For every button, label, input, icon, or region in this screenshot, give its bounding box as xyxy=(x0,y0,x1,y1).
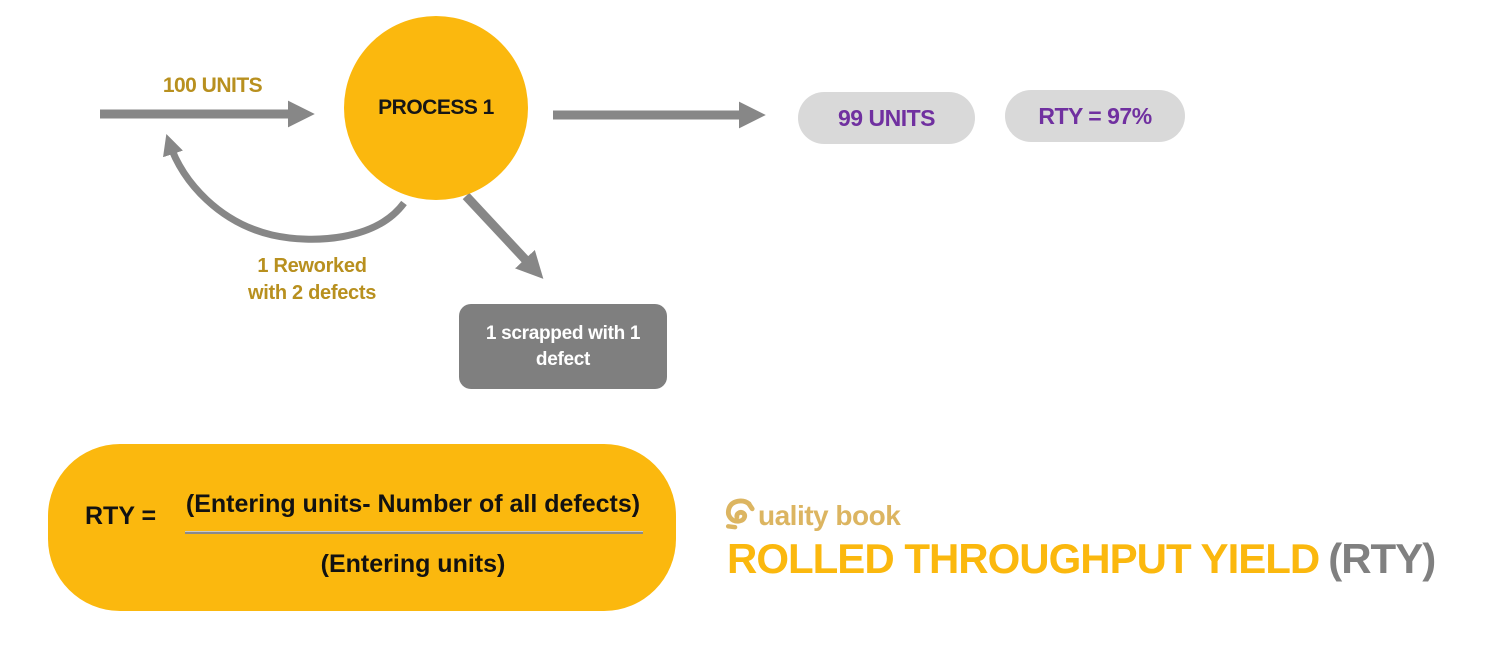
scrap-arrow xyxy=(462,192,544,279)
formula-numerator: (Entering units- Number of all defects) xyxy=(185,490,641,518)
page-title-suffix: (RTY) xyxy=(1328,535,1436,582)
page-title-main: ROLLED THROUGHPUT YIELD xyxy=(727,535,1320,582)
output-units-label: 99 UNITS xyxy=(838,104,935,131)
page-title: ROLLED THROUGHPUT YIELD(RTY) xyxy=(727,535,1436,583)
rty-value-pill: RTY = 97% xyxy=(1005,90,1185,142)
formula-denominator: (Entering units) xyxy=(320,550,506,578)
output-units-pill: 99 UNITS xyxy=(798,92,975,144)
formula-lhs: RTY = xyxy=(85,502,157,530)
rty-formula-box: RTY = (Entering units- Number of all def… xyxy=(48,444,676,611)
rework-label-line1: 1 Reworked xyxy=(257,255,367,277)
rework-label-line2: with 2 defects xyxy=(247,282,377,304)
scrap-box: 1 scrapped with 1 defect xyxy=(459,304,667,389)
logo-text: uality book xyxy=(758,500,901,531)
quality-book-logo: uality book xyxy=(722,497,901,532)
quality-book-logo-icon xyxy=(725,498,755,530)
fraction-divider-line xyxy=(185,532,643,534)
input-units-label: 100 UNITS xyxy=(162,74,263,97)
rework-label: 1 Reworked with 2 defects xyxy=(223,253,401,307)
scrap-box-line1: 1 scrapped with 1 xyxy=(485,322,641,344)
process-1-node: PROCESS 1 xyxy=(344,16,528,200)
process-1-label: PROCESS 1 xyxy=(378,96,494,119)
rty-value-label: RTY = 97% xyxy=(1038,102,1152,129)
formula-fraction: (Entering units- Number of all defects) … xyxy=(173,444,653,611)
scrap-box-line2: defect xyxy=(535,348,591,370)
